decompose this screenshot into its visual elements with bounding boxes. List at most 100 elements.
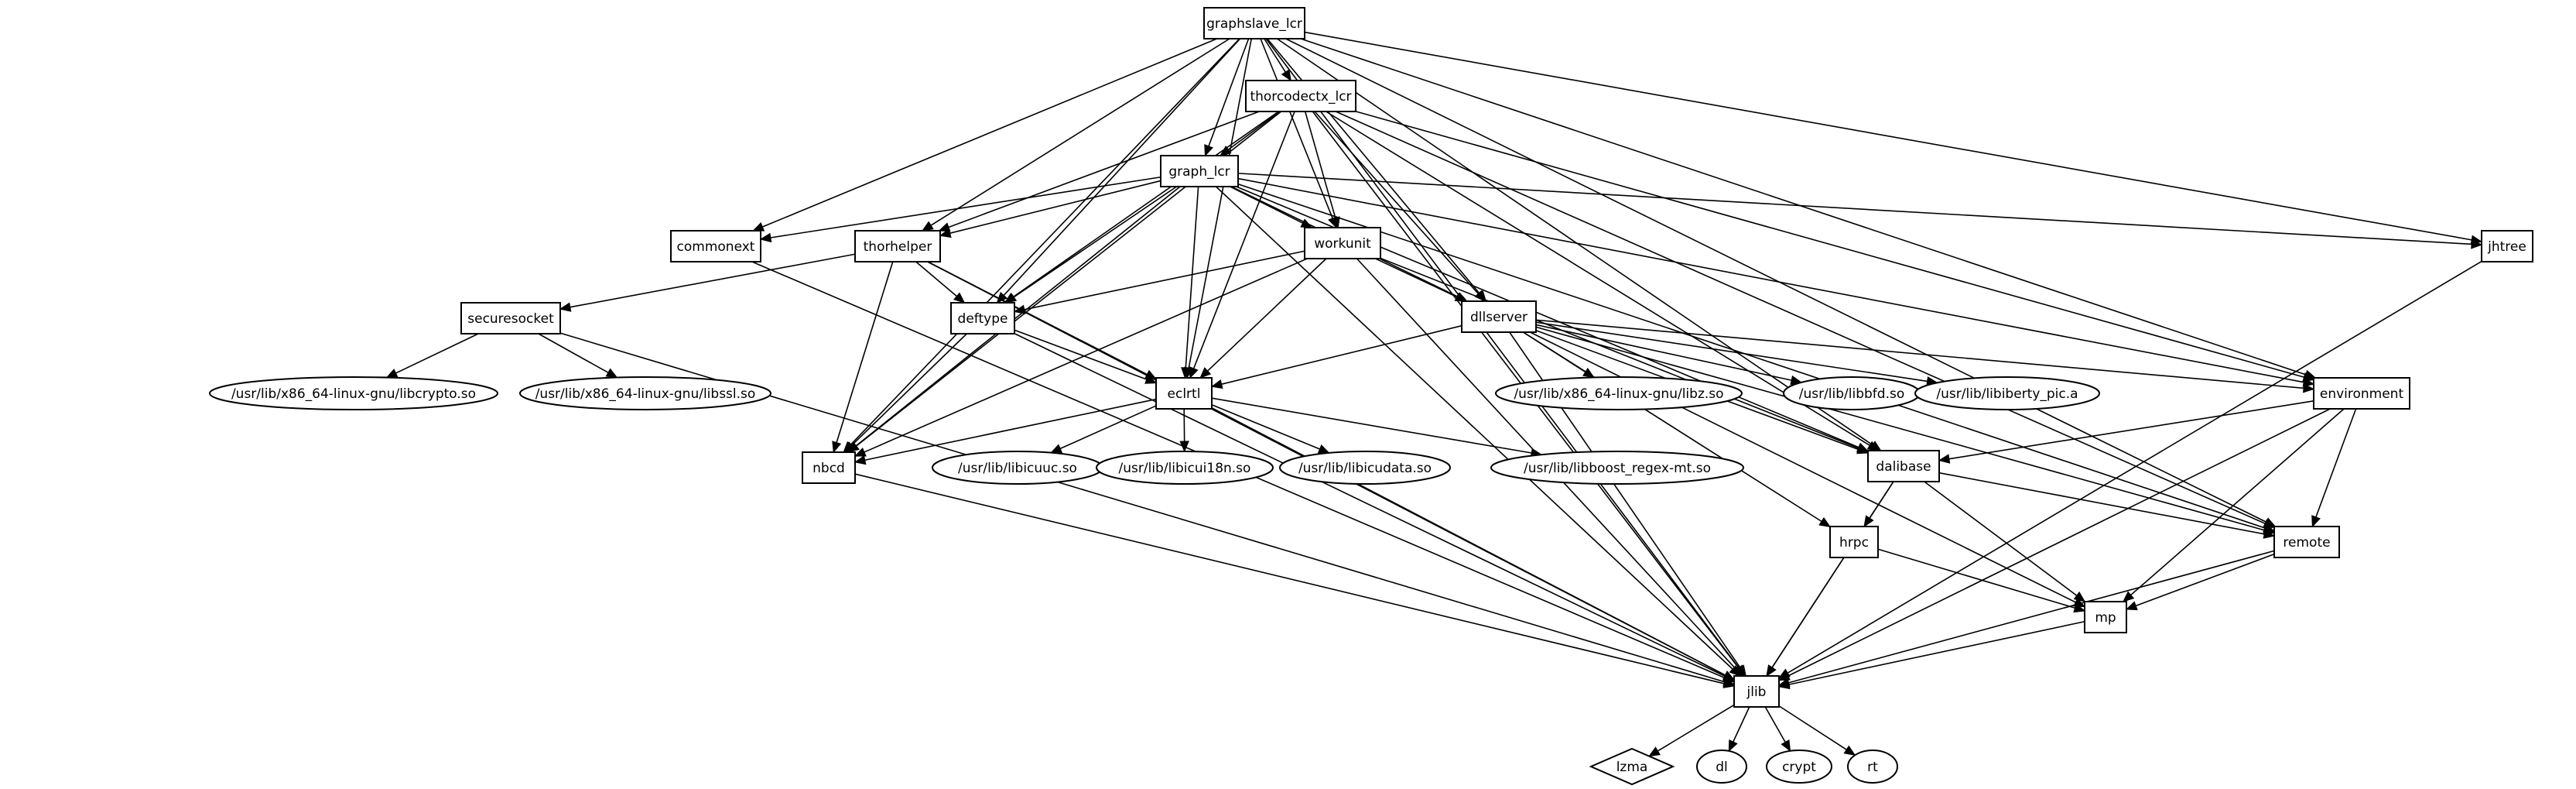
node-label: workunit (1314, 236, 1371, 252)
arrowhead (1317, 444, 1330, 454)
nodes-layer: graphslave_lcr thorcodectx_lcr graph_lcrco… (209, 7, 2533, 786)
node-securesocket[interactable]: securesocket (460, 302, 561, 334)
node-thorcodectx_lcr[interactable]: thorcodectx_lcr (1245, 80, 1356, 112)
edge-thorcodectx_lcr-to-eclrtl (1189, 111, 1295, 379)
arrowhead (1050, 444, 1063, 454)
node-dalibase[interactable]: dalibase (1867, 450, 1940, 482)
arrowhead (1722, 671, 1736, 681)
edge-eclrtl-to-libicui18n (1179, 408, 1189, 453)
node-libz[interactable]: /usr/lib/x86_64-linux-gnu/libz.so (1495, 376, 1743, 410)
edge-line (864, 398, 1157, 461)
arrowhead (1843, 745, 1856, 756)
edge-line (1237, 177, 2304, 383)
arrowhead (605, 368, 618, 379)
edge-deftype-to-nbcd (843, 333, 967, 453)
edge-line (1300, 38, 2307, 376)
arrowhead (1210, 379, 1223, 389)
node-environment[interactable]: environment (2313, 377, 2410, 410)
node-thorhelper[interactable]: thorhelper (854, 230, 941, 262)
node-workunit[interactable]: workunit (1304, 227, 1381, 259)
arrowhead (1013, 304, 1026, 314)
edge-graphslave_lcr-to-graph_lcr (1204, 38, 1250, 157)
node-label: lzma (1616, 760, 1648, 775)
edge-line (1211, 404, 1320, 450)
node-deftype[interactable]: deftype (950, 302, 1015, 334)
node-libcrypto[interactable]: /usr/lib/x86_64-linux-gnu/libcrypto.so (209, 376, 498, 410)
node-libicui18n[interactable]: /usr/lib/libicui18n.so (1096, 451, 1274, 485)
node-jhtree[interactable]: jhtree (2481, 230, 2533, 262)
arrowhead (2073, 603, 2086, 613)
edge-environment-to-mp (2122, 408, 2345, 602)
node-libbfd[interactable]: /usr/lib/libbfd.so (1783, 376, 1921, 410)
edge-eclrtl-to-libboost (1211, 397, 1543, 458)
node-libssl[interactable]: /usr/lib/x86_64-linux-gnu/libssl.so (519, 376, 771, 410)
edge-line (2315, 408, 2357, 518)
arrowhead (854, 455, 867, 465)
edge-graphslave_lcr-to-eclrtl (1184, 38, 1252, 379)
edge-environment-to-dalibase (1938, 400, 2314, 464)
edge-line (1657, 704, 1735, 752)
node-libicuuc[interactable]: /usr/lib/libicuuc.so (932, 451, 1103, 485)
node-graph_lcr[interactable]: graph_lcr (1160, 155, 1239, 187)
arrowhead (1199, 367, 1212, 379)
node-rt[interactable]: rt (1847, 750, 1898, 784)
node-crypt[interactable]: crypt (1766, 750, 1832, 784)
edge-eclrtl-to-jlib (1211, 407, 1736, 681)
node-jlib[interactable]: jlib (1733, 675, 1780, 708)
arrowhead (2471, 239, 2483, 249)
edge-graphslave_lcr-to-workunit (1260, 38, 1337, 229)
node-libiberty[interactable]: /usr/lib/libiberty_pic.a (1914, 376, 2100, 410)
edge-graphslave_lcr-to-jhtree (1304, 31, 2483, 245)
edge-thorcodectx_lcr-to-graph_lcr (1219, 111, 1281, 156)
node-hrpc[interactable]: hrpc (1829, 526, 1879, 558)
arrowhead (953, 292, 966, 304)
edge-line (1787, 408, 2331, 677)
edge-line (1787, 260, 2482, 674)
edge-graph_lcr-to-commonext (759, 176, 1161, 243)
edge-hrpc-to-mp (1877, 548, 2086, 613)
node-lzma[interactable]: lzma (1589, 747, 1675, 786)
node-label: /usr/lib/x86_64-linux-gnu/libssl.so (535, 386, 756, 402)
node-shape (1160, 155, 1239, 187)
node-libicudata[interactable]: /usr/lib/libicudata.so (1279, 451, 1451, 485)
node-label: crypt (1782, 760, 1816, 775)
node-shape (1096, 451, 1274, 485)
edge-graph_lcr-to-deftype (1004, 186, 1177, 304)
node-eclrtl[interactable]: eclrtl (1155, 377, 1213, 410)
edge-remote-to-mp (2125, 553, 2275, 611)
edge-eclrtl-to-nbcd (854, 398, 1157, 465)
edge-graph_lcr-to-jhtree (1237, 173, 2483, 249)
arrowhead (1454, 292, 1467, 302)
edge-thorhelper-to-deftype (915, 261, 966, 304)
edge-line (1230, 186, 1303, 224)
edge-nbcd-to-jlib (854, 473, 1736, 688)
edge-dllserver-to-remote (1535, 326, 2276, 535)
edge-line (930, 38, 1230, 226)
edge-workunit-to-deftype (1013, 250, 1305, 314)
node-dl[interactable]: dl (1696, 750, 1747, 784)
node-label: dl (1716, 760, 1728, 775)
node-label: eclrtl (1168, 386, 1201, 402)
node-label: /usr/lib/libboost_regex-mt.so (1524, 461, 1711, 476)
edge-graphslave_lcr-to-jlib (1265, 38, 1746, 678)
node-nbcd[interactable]: nbcd (802, 451, 856, 484)
node-graphslave_lcr[interactable]: graphslave_lcr (1203, 7, 1305, 39)
edge-line (2130, 408, 2345, 596)
node-remote[interactable]: remote (2273, 526, 2340, 558)
edges-layer (385, 31, 2483, 757)
edge-line (1264, 38, 1286, 73)
node-dllserver[interactable]: dllserver (1461, 300, 1537, 333)
node-shape (1490, 451, 1744, 485)
edge-line (1375, 258, 1458, 298)
edge-thorcodectx_lcr-to-environment (1355, 111, 2315, 382)
edge-securesocket-to-libcrypto (385, 333, 479, 379)
node-libboost[interactable]: /usr/lib/libboost_regex-mt.so (1490, 451, 1744, 485)
node-commonext[interactable]: commonext (670, 230, 761, 262)
node-label: jlib (1746, 684, 1767, 700)
edge-line (762, 38, 1217, 228)
node-label: mp (2095, 610, 2116, 626)
arrowhead (921, 221, 934, 232)
node-label: hrpc (1839, 535, 1869, 551)
edge-line (1788, 620, 2085, 685)
node-mp[interactable]: mp (2084, 601, 2127, 633)
